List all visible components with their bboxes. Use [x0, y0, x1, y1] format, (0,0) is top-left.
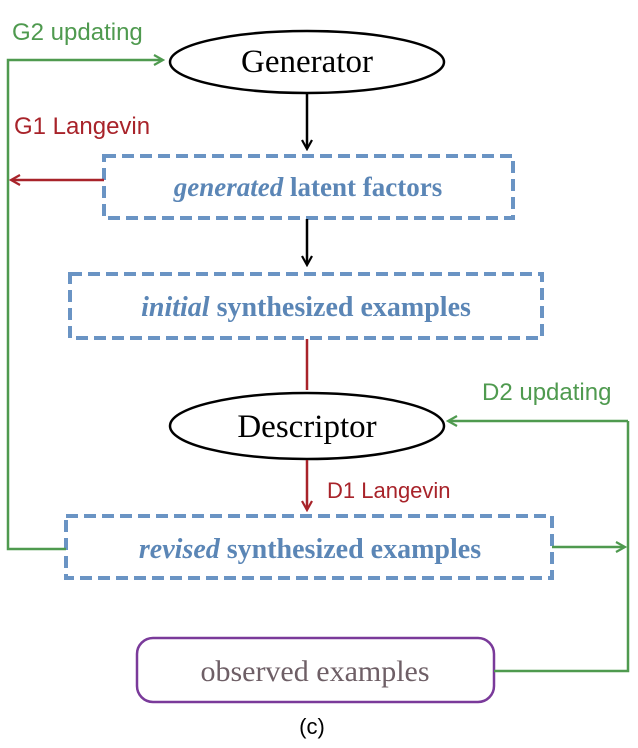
- line-observed-to-d2: [494, 421, 630, 673]
- generated-rest: latent factors: [290, 172, 442, 202]
- svg-text:revised synthesized examples: revised synthesized examples: [139, 534, 481, 565]
- initial-rest: synthesized examples: [217, 292, 471, 323]
- revised-rest: synthesized examples: [227, 534, 481, 565]
- g2-updating-label: G2 updating: [12, 19, 143, 46]
- figure-caption: (c): [299, 714, 325, 739]
- observed-label: observed examples: [200, 655, 429, 688]
- generated-latent-box: generated latent factors: [102, 154, 515, 220]
- initial-synth-box: initial synthesized examples: [68, 272, 544, 340]
- svg-text:initial synthesized examples: initial synthesized examples: [141, 292, 471, 323]
- generator-label: Generator: [241, 44, 373, 80]
- generator-node: Generator: [168, 29, 446, 95]
- descriptor-label: Descriptor: [237, 409, 376, 445]
- observed-box: observed examples: [135, 636, 496, 704]
- revised-synth-box: revised synthesized examples: [64, 514, 554, 580]
- initial-italic: initial: [141, 292, 210, 323]
- d2-updating-label: D2 updating: [482, 379, 611, 406]
- generated-italic: generated: [173, 172, 284, 202]
- svg-text:generated latent factors: generated latent factors: [173, 172, 442, 202]
- revised-italic: revised: [139, 534, 221, 565]
- g1-langevin-label: G1 Langevin: [14, 113, 150, 140]
- descriptor-node: Descriptor: [168, 391, 446, 461]
- d1-langevin-label: D1 Langevin: [327, 478, 451, 503]
- line-g2-loop: [6, 60, 162, 551]
